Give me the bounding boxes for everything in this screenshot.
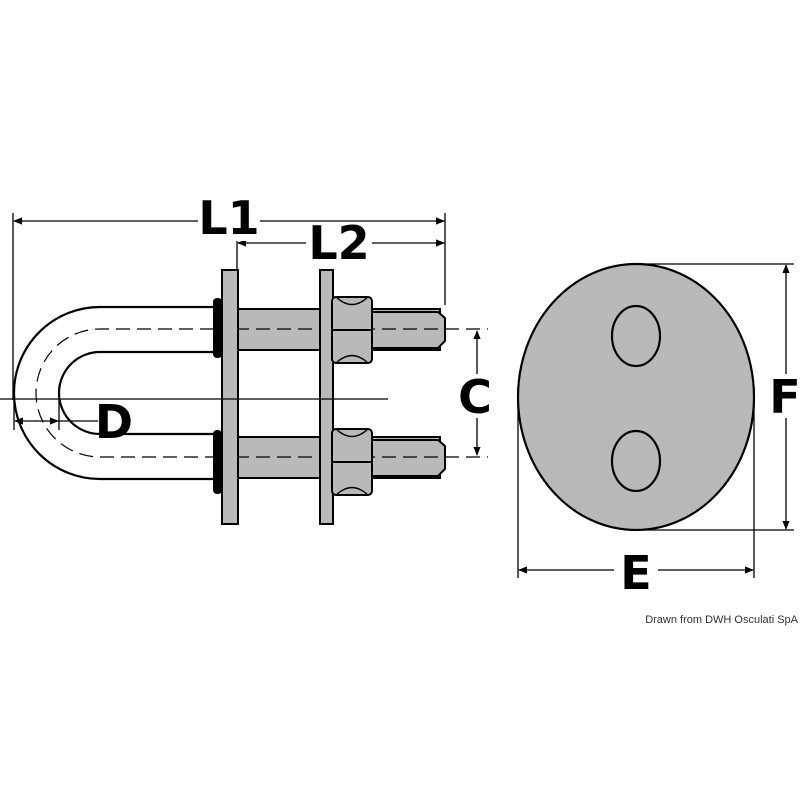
label-f: F: [769, 370, 800, 424]
upper-slot: [610, 304, 662, 368]
label-l1: L1: [198, 191, 259, 245]
u-bend-centerline: [35, 328, 214, 458]
c-label-bg: [455, 374, 499, 418]
front-view: [516, 262, 756, 532]
label-e: E: [620, 546, 651, 600]
lower-washer: [213, 430, 222, 494]
drawing-credit: Drawn from DWH Osculati SpA: [645, 614, 798, 626]
u-bend-inner: [57, 350, 214, 436]
upper-washer: [213, 298, 222, 358]
counter-plate: [319, 269, 334, 525]
base-plate: [221, 269, 239, 525]
label-l2: L2: [308, 216, 369, 270]
lower-slot: [610, 429, 662, 493]
u-bend-outer: [12, 305, 214, 481]
label-c: C: [458, 370, 492, 424]
l2-label-bg: [306, 222, 372, 264]
side-view: [0, 269, 488, 525]
lower-nut: [331, 428, 373, 496]
lower-thread-tip: [370, 439, 446, 477]
label-d: D: [95, 395, 133, 449]
f-label-bg: [770, 374, 800, 418]
upper-nut: [331, 296, 373, 364]
upper-thread-tip: [370, 311, 446, 349]
e-label-bg: [614, 552, 658, 592]
l1-label-bg: [198, 197, 260, 241]
